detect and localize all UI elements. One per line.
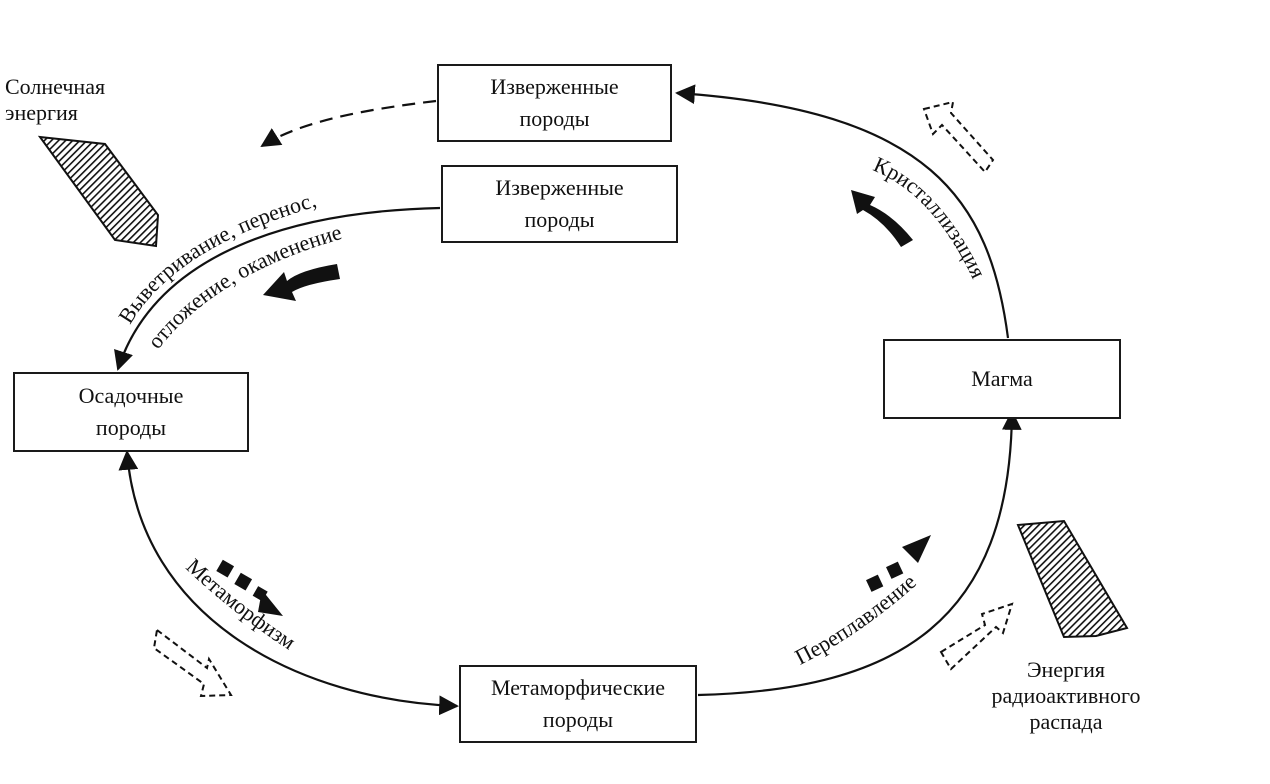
block-arrow-remelting (866, 535, 931, 592)
node-igneous-middle: Изверженные породы (441, 165, 678, 243)
connector-sedimentary-to-metamorphic (118, 450, 459, 716)
hollow-arrow-crystallization (922, 100, 995, 174)
node-magma-label: Магма (971, 366, 1033, 391)
hatched-wedge-radioactive (1016, 519, 1129, 639)
black-arrow-crystallization (851, 190, 913, 247)
node-metamorphic: Метаморфические породы (459, 665, 697, 743)
block-arrow-metamorphism (216, 559, 283, 616)
connector-metamorphic-to-magma (697, 410, 1022, 697)
connector-magma-to-igneous (675, 84, 1010, 339)
process-label-metamorphism: Метаморфизм (182, 553, 301, 654)
energy-label-solar: Солнечная энергия (5, 74, 106, 125)
node-igneous-top: Изверженные породы (437, 64, 672, 142)
node-magma: Магма (883, 339, 1121, 419)
hollow-arrow-remelting (939, 602, 1014, 671)
connector-igneous-to-sedimentary (114, 206, 441, 371)
node-igneous-top-label: Изверженные породы (490, 74, 619, 131)
node-sedimentary: Осадочные породы (13, 372, 249, 452)
node-sedimentary-label: Осадочные породы (78, 383, 184, 440)
process-label-remelting: Переплавление (791, 569, 921, 670)
black-arrow-weathering (263, 264, 340, 301)
hatched-wedge-solar (37, 135, 160, 248)
connector-dashed-from-igneous (260, 99, 437, 148)
energy-label-radioactive: Энергия радиоактивного распада (991, 657, 1141, 734)
node-metamorphic-label: Метаморфические породы (490, 675, 665, 732)
node-igneous-middle-label: Изверженные породы (495, 175, 624, 232)
hollow-arrow-metamorphism (152, 628, 233, 698)
